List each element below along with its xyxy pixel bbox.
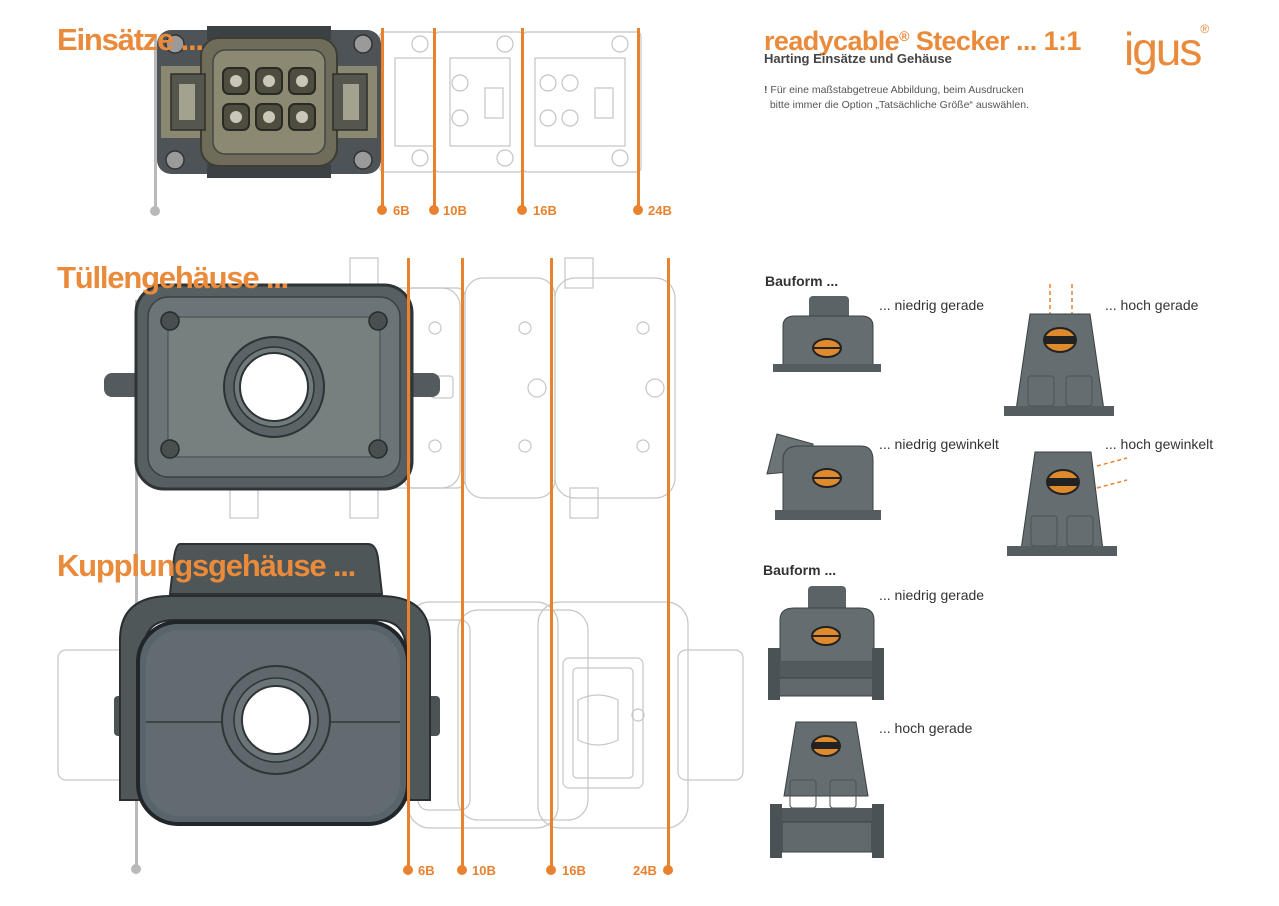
note-mark: ! [764,84,768,96]
size-dot-bottom-6b [403,865,413,875]
size-label-bottom-16b: 16B [562,863,586,878]
bauform-heading-1: Bauform ... [765,273,839,289]
coupling-housing-6b [114,543,440,826]
size-dot-top-16b [517,205,527,215]
size-dot-top-24b [633,205,643,215]
size-line-top-24b [637,28,640,210]
size-label-bottom-6b: 6B [418,863,435,878]
note-line-1: Für eine maßstabgetreue Abbildung, beim … [770,84,1024,96]
size-dot-bottom-24b [663,865,673,875]
hood-housing-6b [104,283,440,491]
variant-label-niedrig-gewinkelt: ... niedrig gewinkelt [879,436,999,452]
size-line-top-16b [521,28,524,210]
insert-outlines [379,31,642,173]
note-line-2: bitte immer die Option „Tatsächliche Grö… [769,99,1029,111]
section-title-coupling: Kupplungsgehäuse ... [57,548,356,583]
size-label-top-24b: 24B [648,203,672,218]
size-label-top-6b: 6B [393,203,410,218]
section-title-inserts: Einsätze ... [57,22,204,57]
guide-dot-housings [131,864,141,874]
igus-logo: igus® [1124,22,1209,75]
thumb-coupling-hoch-gerade [770,721,884,858]
page-title: readycable® Stecker ... 1:1 [764,26,1081,56]
size-dot-top-10b [429,205,439,215]
size-label-bottom-10b: 10B [472,863,496,878]
print-note: ! Für eine maßstabgetreue Abbildung, bei… [764,83,1029,113]
guide-line-inserts [154,35,157,207]
size-dot-top-6b [377,205,387,215]
size-line-top-6b [381,28,384,210]
size-line-top-10b [433,28,436,210]
size-dot-bottom-10b [457,865,467,875]
size-label-bottom-24b: 24B [633,863,657,878]
thumb-hoch-gerade [1004,284,1114,416]
size-line-bottom-16b [550,258,553,870]
section-title-hood: Tüllengehäuse ... [57,260,289,295]
size-line-bottom-6b [407,258,410,870]
size-line-bottom-24b [667,258,670,870]
bauform-heading-2: Bauform ... [763,562,837,578]
thumb-niedrig-gerade [773,296,881,372]
guide-dot-inserts [150,206,160,216]
thumb-hoch-gewinkelt [1007,451,1128,556]
thumb-coupling-niedrig-gerade [768,586,884,700]
variant-label-niedrig-gerade: ... niedrig gerade [879,297,985,313]
thumb-niedrig-gewinkelt [766,433,881,520]
variant-label-coupling-niedrig-gerade: ... niedrig gerade [879,587,985,603]
variant-label-hoch-gewinkelt: ... hoch gewinkelt [1105,436,1214,452]
page-subtitle: Harting Einsätze und Gehäuse [764,51,952,66]
size-line-bottom-10b [461,258,464,870]
guide-line-housings [135,300,138,866]
size-label-top-16b: 16B [533,203,557,218]
size-label-top-10b: 10B [443,203,467,218]
variant-label-coupling-hoch-gerade: ... hoch gerade [879,720,973,736]
variant-label-hoch-gerade: ... hoch gerade [1105,297,1199,313]
size-dot-bottom-16b [546,865,556,875]
insert-6b [157,26,381,178]
